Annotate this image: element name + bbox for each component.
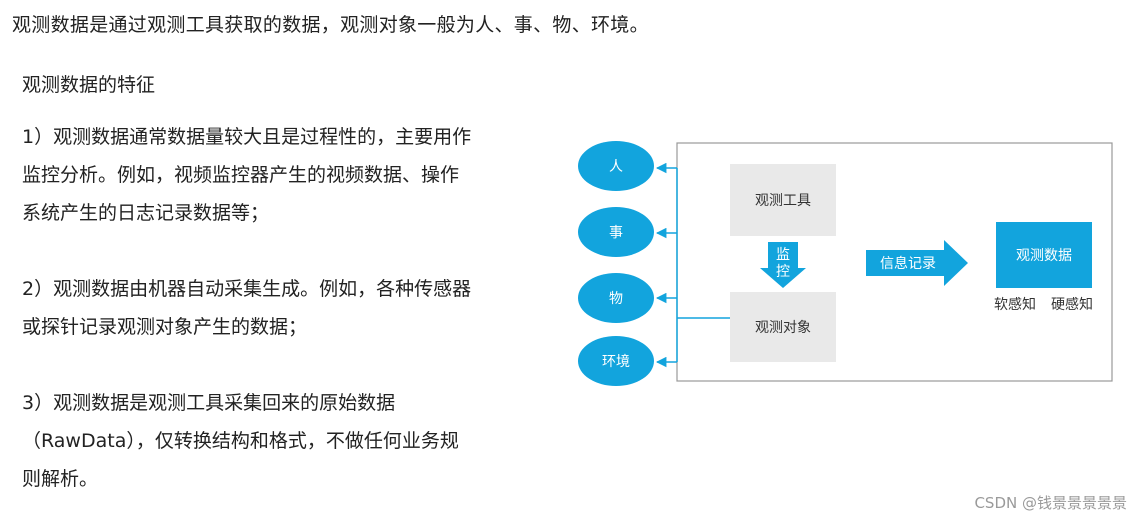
object-label-environment: 环境 (602, 354, 630, 370)
feature-point-3-line-2: （RawData），仅转换结构和格式，不做任何业务规 (22, 430, 459, 452)
feature-point-2-line-1: 2）观测数据由机器自动采集生成。例如，各种传感器 (22, 278, 472, 300)
monitor-arrow: 监 控 (760, 242, 806, 288)
feature-point-3-line-1: 3）观测数据是观测工具采集回来的原始数据 (22, 392, 396, 414)
feature-point-1-line-2: 监控分析。例如，视频监控器产生的视频数据、操作 (22, 164, 460, 186)
feature-point-1-line-1: 1）观测数据通常数据量较大且是过程性的，主要用作 (22, 126, 472, 148)
object-node-thing: 物 (578, 273, 654, 323)
record-label: 信息记录 (880, 255, 936, 272)
output-box: 观测数据 (996, 222, 1092, 288)
watermark: CSDN @钱景景景景景 (974, 494, 1127, 512)
target-box: 观测对象 (730, 292, 836, 362)
perception-label-soft: 软感知 (994, 296, 1036, 313)
feature-point-3: 3）观测数据是观测工具采集回来的原始数据 （RawData），仅转换结构和格式，… (22, 384, 552, 498)
record-arrow: 信息记录 (866, 240, 968, 286)
monitor-label-1: 监 (776, 247, 790, 263)
feature-list: 1）观测数据通常数据量较大且是过程性的，主要用作 监控分析。例如，视频监控器产生… (22, 118, 552, 498)
object-node-person: 人 (578, 141, 654, 191)
section-heading: 观测数据的特征 (22, 74, 156, 96)
output-label: 观测数据 (1016, 248, 1072, 264)
object-node-event: 事 (578, 207, 654, 257)
intro-text: 观测数据是通过观测工具获取的数据，观测对象一般为人、事、物、环境。 (12, 14, 649, 36)
tool-label: 观测工具 (755, 193, 811, 209)
monitor-label-2: 控 (776, 264, 790, 280)
object-label-person: 人 (609, 159, 623, 175)
target-label: 观测对象 (755, 320, 811, 336)
feature-point-3-line-3: 则解析。 (22, 468, 99, 490)
tool-box: 观测工具 (730, 164, 836, 236)
feature-point-1-line-3: 系统产生的日志记录数据等； (22, 202, 270, 224)
object-label-thing: 物 (609, 291, 623, 307)
feature-point-2-line-2: 或探针记录观测对象产生的数据； (22, 316, 308, 338)
object-node-environment: 环境 (578, 336, 654, 386)
feature-point-1: 1）观测数据通常数据量较大且是过程性的，主要用作 监控分析。例如，视频监控器产生… (22, 118, 552, 232)
feature-point-2: 2）观测数据由机器自动采集生成。例如，各种传感器 或探针记录观测对象产生的数据； (22, 270, 552, 346)
perception-label-hard: 硬感知 (1051, 296, 1093, 313)
object-label-event: 事 (609, 225, 623, 241)
